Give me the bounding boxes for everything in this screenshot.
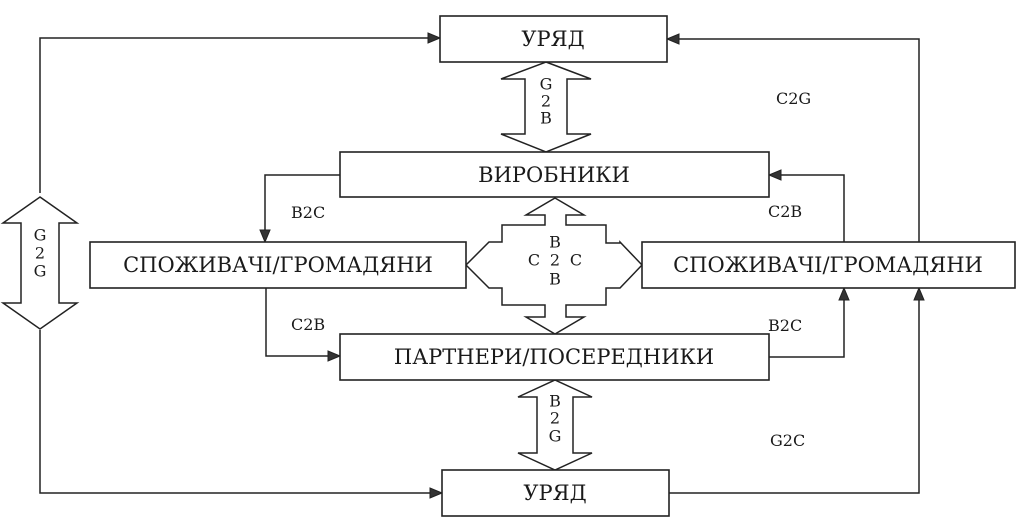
arrowhead-up: [838, 286, 850, 301]
node-label: УРЯД: [523, 481, 586, 505]
edge-label-b2c-right: B2C: [768, 316, 802, 335]
connector-c2g: [677, 38, 920, 242]
four-way-arrow-b2b-c2c: [464, 197, 644, 335]
edge-label-c2g: C2G: [776, 89, 811, 108]
b2g-letter: G: [549, 427, 562, 446]
b2g-letter: 2: [550, 409, 560, 428]
arrowhead-left: [767, 169, 782, 181]
g2g-letter: G: [34, 226, 47, 245]
cross-letter-bottom: B: [549, 270, 561, 289]
node-partners: ПАРТНЕРИ/ПОСЕРЕДНИКИ: [339, 333, 770, 381]
arrowhead-right: [429, 487, 444, 499]
connector-g2g-to-top-government: [39, 37, 430, 193]
cross-letter-middle: 2: [550, 251, 560, 270]
edge-label-b2c-left: B2C: [291, 203, 325, 222]
arrowhead-right: [427, 32, 442, 44]
cross-letter-top: B: [549, 233, 561, 252]
node-label: ВИРОБНИКИ: [478, 163, 630, 187]
g2b-letter: G: [540, 75, 553, 94]
node-government-bottom: УРЯД: [441, 469, 670, 517]
connector-c2b-right: [779, 174, 845, 242]
b2g-letter: B: [549, 392, 561, 411]
arrowhead-up: [913, 286, 925, 301]
connector-g2c: [669, 298, 920, 494]
arrowhead-right: [327, 350, 342, 362]
g2b-letter: B: [540, 109, 552, 128]
connector-b2c-left: [264, 174, 340, 232]
node-label: ПАРТНЕРИ/ПОСЕРЕДНИКИ: [394, 345, 714, 369]
node-label: СПОЖИВАЧІ/ГРОМАДЯНИ: [123, 253, 433, 277]
arrowhead-down: [259, 229, 271, 244]
node-consumers-left: СПОЖИВАЧІ/ГРОМАДЯНИ: [89, 241, 467, 289]
node-government-top: УРЯД: [439, 15, 668, 63]
g2g-letter: 2: [35, 244, 45, 263]
g2b-letter: 2: [541, 92, 551, 111]
edge-label-g2c: G2C: [770, 431, 805, 450]
connector-c2b-left: [265, 288, 330, 357]
arrowhead-left: [665, 33, 680, 45]
connector-b2c-right: [769, 298, 845, 358]
cross-letter-right: C: [570, 251, 582, 270]
node-label: СПОЖИВАЧІ/ГРОМАДЯНИ: [673, 253, 983, 277]
node-label: УРЯД: [521, 27, 584, 51]
double-arrow-g2g: [0, 196, 80, 330]
g2g-letter: G: [34, 262, 47, 281]
edge-label-c2b-right: C2B: [768, 202, 802, 221]
node-consumers-right: СПОЖИВАЧІ/ГРОМАДЯНИ: [641, 241, 1016, 289]
edge-label-c2b-left: C2B: [291, 315, 325, 334]
cross-letter-left: C: [528, 251, 540, 270]
node-producers: ВИРОБНИКИ: [339, 151, 770, 198]
connector-g2g-to-bottom-government: [39, 330, 432, 494]
